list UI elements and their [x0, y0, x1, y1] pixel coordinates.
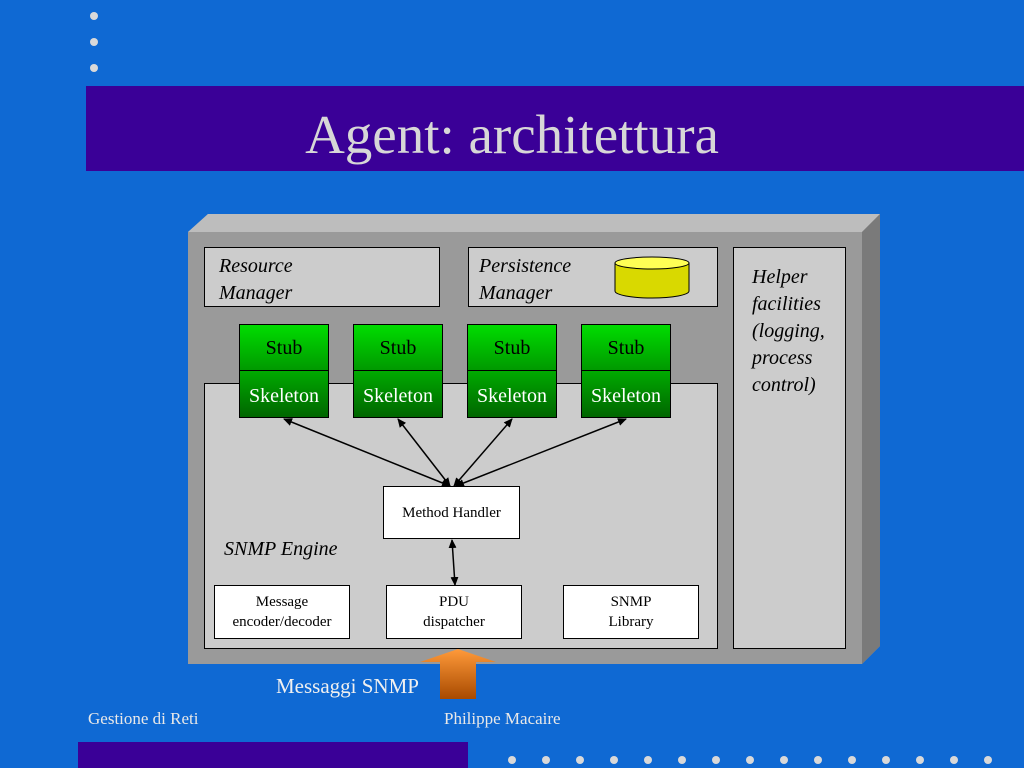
snmp-messages-label: Messaggi SNMP — [276, 674, 419, 698]
title-band — [86, 86, 1024, 171]
decorative-dot — [508, 756, 516, 764]
decorative-dot — [984, 756, 992, 764]
bottom-band — [78, 742, 468, 768]
stub-box: Stub — [467, 324, 557, 371]
helper-facilities-box: Helper facilities (logging, process cont… — [733, 247, 846, 649]
persistence-manager-label: Persistence Manager — [479, 255, 572, 304]
decorative-dot — [882, 756, 890, 764]
helper-facilities-label: Helper facilities (logging, process cont… — [752, 266, 825, 396]
handler-to-pdu-arrow — [448, 539, 459, 586]
skeleton-box: Skeleton — [467, 370, 557, 418]
database-cylinder-icon — [614, 256, 690, 299]
decorative-dot — [576, 756, 584, 764]
snmp-library-box: SNMP Library — [563, 585, 699, 639]
skeleton-box: Skeleton — [581, 370, 671, 418]
decorative-dot — [90, 64, 98, 72]
stub-box: Stub — [353, 324, 443, 371]
decorative-dot — [678, 756, 686, 764]
pdu-dispatcher-box: PDU dispatcher — [386, 585, 522, 639]
skeleton-to-handler-arrow — [283, 418, 451, 487]
decorative-dot — [780, 756, 788, 764]
slide-title: Agent: architettura — [305, 104, 719, 165]
footer-author: Philippe Macaire — [444, 709, 561, 728]
up-arrow-icon — [420, 649, 496, 699]
footer-course: Gestione di Reti — [88, 709, 199, 728]
skeleton-box: Skeleton — [353, 370, 443, 418]
decorative-dot — [712, 756, 720, 764]
method-handler-box: Method Handler — [383, 486, 520, 539]
decorative-dot — [90, 12, 98, 20]
decorative-dot — [610, 756, 618, 764]
decorative-dot — [814, 756, 822, 764]
skeleton-to-handler-arrow — [455, 418, 627, 487]
decorative-dot — [746, 756, 754, 764]
persistence-manager-box: Persistence Manager — [468, 247, 718, 307]
resource-manager-label: Resource Manager — [219, 255, 293, 304]
message-encoder-decoder-box: Message encoder/decoder — [214, 585, 350, 639]
stub-box: Stub — [239, 324, 329, 371]
stub-box: Stub — [581, 324, 671, 371]
decorative-dot — [950, 756, 958, 764]
decorative-dot — [916, 756, 924, 764]
skeleton-box: Skeleton — [239, 370, 329, 418]
decorative-dot — [542, 756, 550, 764]
decorative-dot — [90, 38, 98, 46]
decorative-dot — [848, 756, 856, 764]
resource-manager-box: Resource Manager — [204, 247, 440, 307]
skeleton-to-handler-arrow — [397, 418, 451, 487]
decorative-dot — [644, 756, 652, 764]
snmp-engine-label: SNMP Engine — [224, 538, 338, 560]
